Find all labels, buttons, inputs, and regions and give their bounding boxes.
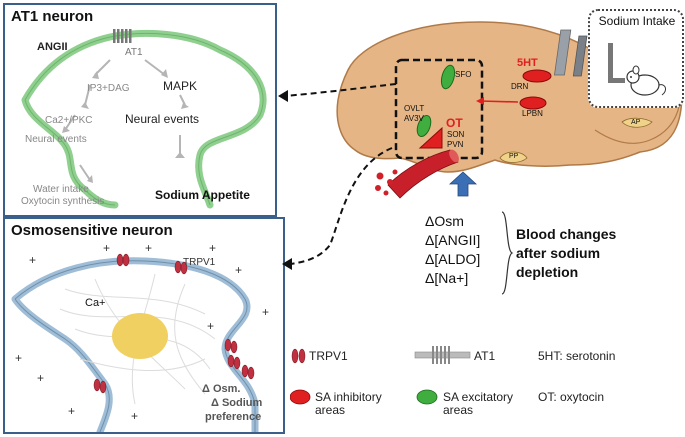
sfo-excitatory-area bbox=[440, 64, 456, 90]
at1-neural-events-right-label: Neural events bbox=[125, 112, 200, 126]
at1-neural-events-left-label: Neural events bbox=[25, 134, 87, 145]
lpbn-inhibitory-area bbox=[519, 96, 547, 110]
5ht-label: 5HT bbox=[517, 57, 538, 69]
blood-change-osm: ΔOsm bbox=[425, 213, 464, 229]
blood-changes-label-line: depletion bbox=[516, 264, 579, 280]
sodium-intake-inset: Sodium Intake bbox=[588, 9, 684, 108]
blood-vessel-icon bbox=[375, 149, 459, 199]
ot-inhibitory-area bbox=[418, 126, 443, 149]
osmo-neuron-diagram bbox=[11, 253, 259, 432]
legend-trpv1-label: TRPV1 bbox=[309, 349, 348, 363]
plus-sign: + bbox=[145, 241, 153, 255]
blood-change-angii: Δ[ANGII] bbox=[425, 232, 481, 248]
pp-label: PP bbox=[509, 153, 519, 160]
at1-ip3-label: IP3+DAG bbox=[87, 83, 130, 94]
legend-5ht-label: 5HT: serotonin bbox=[538, 349, 616, 363]
drn-inhibitory-area bbox=[522, 69, 552, 83]
at1-sodium-appetite-label: Sodium Appetite bbox=[155, 188, 250, 202]
osmo-panel-title: Osmosensitive neuron bbox=[11, 222, 173, 239]
plus-sign: + bbox=[68, 404, 76, 418]
at1-neuron-diagram bbox=[21, 29, 267, 209]
drn-label: DRN bbox=[511, 82, 529, 91]
brain-slice-marker bbox=[572, 35, 588, 77]
at1-oxytocin-synthesis-label: Oxytocin synthesis bbox=[21, 196, 105, 207]
osmo-ca-label: Ca+ bbox=[85, 297, 106, 309]
blood-changes-label: Blood changes after sodium depletion bbox=[516, 225, 616, 282]
trpv1-channel bbox=[116, 253, 130, 267]
ovlt-label: OVLT bbox=[404, 104, 425, 113]
osmo-trpv1-label: TRPV1 bbox=[183, 257, 216, 268]
osmo-nucleus bbox=[112, 313, 168, 359]
son-label: SON bbox=[447, 130, 465, 139]
plus-sign: + bbox=[131, 409, 139, 423]
blood-change-na: Δ[Na+] bbox=[425, 270, 469, 286]
mouse-drinking-icon bbox=[608, 43, 667, 96]
at1-receptor-icon bbox=[113, 29, 132, 43]
at1-ca-pkc-label: Ca2+/PKC bbox=[45, 115, 93, 126]
blood-change-aldo: Δ[ALDO] bbox=[425, 251, 481, 267]
sfo-label: SFO bbox=[455, 70, 472, 79]
osmosensitive-neuron-panel: Osmosensitive neuron + + + + + + + bbox=[3, 217, 285, 434]
legend-excitatory-icon bbox=[416, 389, 438, 405]
at1-receptor-label: AT1 bbox=[125, 47, 143, 58]
legend-inhibitory-label: SA inhibitory areas bbox=[315, 391, 382, 417]
legend-symbols bbox=[290, 346, 471, 405]
legend-at1-icon bbox=[414, 346, 471, 364]
legend-excitatory-line: SA excitatory bbox=[443, 390, 514, 404]
trpv1-channel bbox=[241, 364, 255, 380]
at1-angii-label: ANGII bbox=[37, 41, 68, 53]
osmo-preference-label: preference bbox=[205, 411, 262, 423]
blood-changes-list: ΔOsm Δ[ANGII] Δ[ALDO] Δ[Na+] bbox=[425, 212, 480, 288]
ovlt-excitatory-area bbox=[416, 114, 432, 138]
trpv1-channel bbox=[224, 338, 238, 354]
plus-sign: + bbox=[29, 253, 37, 267]
blood-changes-label-line: after sodium bbox=[516, 245, 601, 261]
legend-inhibitory-icon bbox=[290, 389, 311, 405]
legend-excitatory-line: areas bbox=[443, 403, 474, 417]
legend-excitatory-label: SA excitatory areas bbox=[443, 391, 513, 417]
blood-changes-label-line: Blood changes bbox=[516, 226, 617, 242]
legend-ot-label: OT: oxytocin bbox=[538, 390, 605, 404]
sodium-intake-title: Sodium Intake bbox=[598, 14, 676, 28]
arrow-to-at1-panel bbox=[284, 83, 397, 97]
plus-sign: + bbox=[207, 319, 215, 333]
plus-sign: + bbox=[209, 241, 217, 255]
pp-area bbox=[499, 151, 528, 163]
blood-signal-up-arrow bbox=[448, 171, 478, 197]
ot-label: OT bbox=[446, 116, 463, 130]
legend-inhibitory-line: areas bbox=[315, 403, 346, 417]
plus-sign: + bbox=[103, 241, 111, 255]
at1-water-intake-label: Water intake bbox=[33, 184, 89, 195]
plus-sign: + bbox=[262, 305, 270, 319]
trpv1-channel bbox=[174, 260, 188, 275]
ap-label: AP bbox=[631, 119, 641, 126]
at1-mapk-label: MAPK bbox=[163, 79, 198, 93]
at1-panel-title: AT1 neuron bbox=[11, 8, 94, 25]
av3v-label: AV3V bbox=[404, 114, 424, 123]
legend-trpv1-icon bbox=[291, 348, 306, 364]
trpv1-channel bbox=[227, 354, 241, 370]
plus-sign: + bbox=[15, 351, 23, 365]
trpv1-channels bbox=[93, 253, 255, 394]
arrow-to-osmo-panel bbox=[289, 147, 393, 265]
lpbn-label: LPBN bbox=[522, 109, 543, 118]
at1-neuron-panel: AT1 neuron bbox=[3, 3, 277, 217]
blood-changes-bracket bbox=[501, 211, 514, 295]
trpv1-channel bbox=[93, 378, 107, 394]
plus-sign: + bbox=[235, 263, 243, 277]
ap-area bbox=[621, 117, 653, 128]
brain-slice-marker bbox=[554, 29, 572, 76]
pvn-label: PVN bbox=[447, 140, 464, 149]
plus-sign: + bbox=[37, 371, 45, 385]
osmo-delta-sodium-label: Δ Sodium bbox=[211, 397, 263, 409]
legend-at1-label: AT1 bbox=[474, 349, 496, 363]
osmo-delta-osm-label: Δ Osm. bbox=[202, 383, 241, 395]
legend-inhibitory-line: SA inhibitory bbox=[315, 390, 382, 404]
